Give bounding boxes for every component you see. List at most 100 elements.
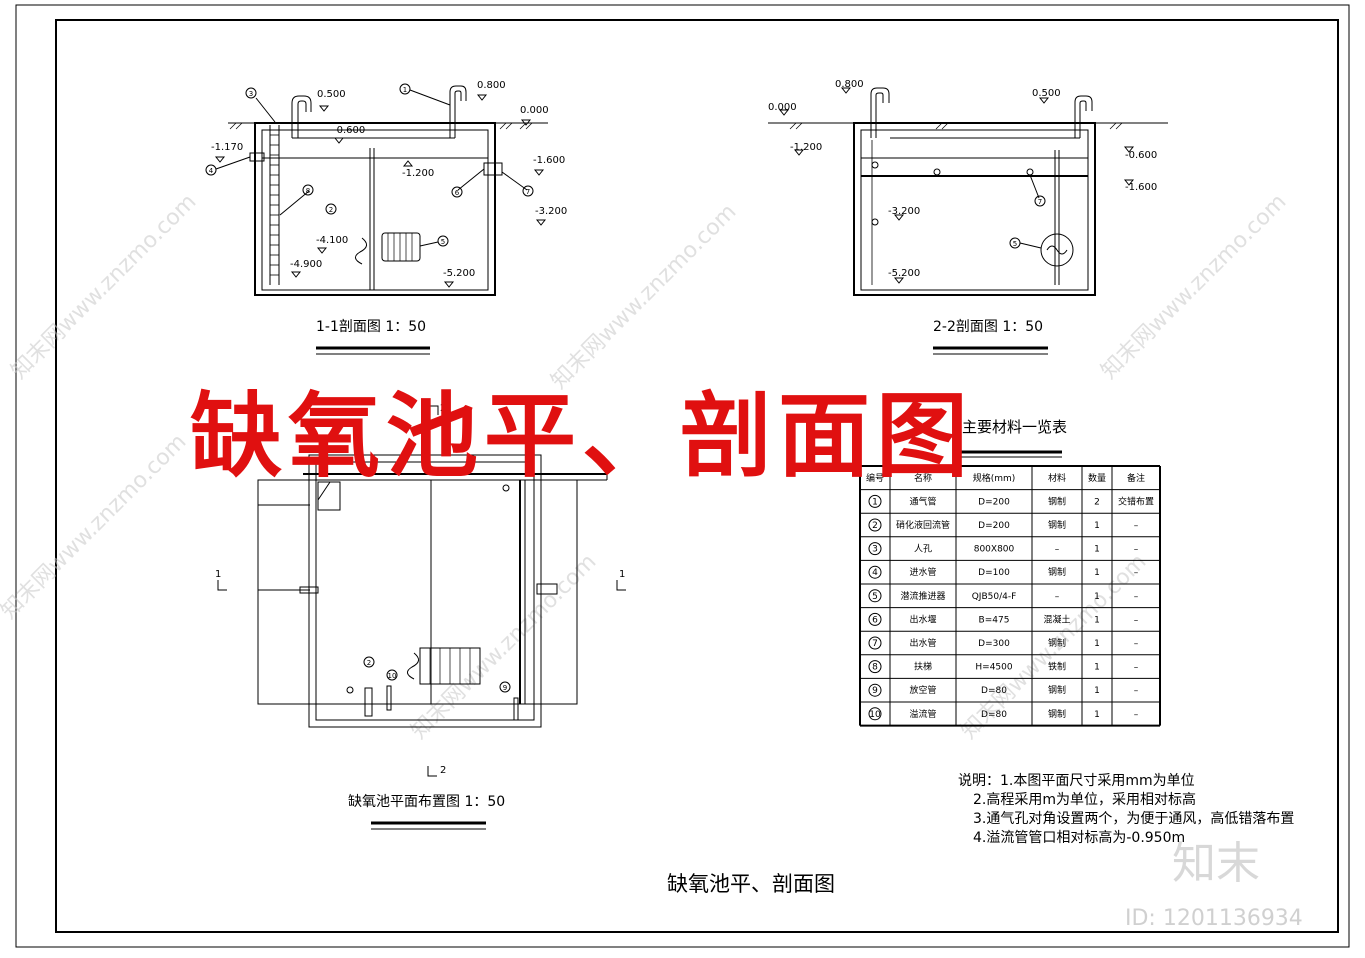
- table-cell: D=200: [978, 521, 1010, 531]
- table-cell: –: [1134, 545, 1139, 555]
- elevation-label: -0.600: [333, 125, 365, 136]
- elevation-label: 0.500: [317, 89, 346, 100]
- table-cell: 1: [1094, 639, 1100, 649]
- row-number-circle: [868, 660, 882, 674]
- marker-number: 7: [526, 188, 530, 196]
- table-cell: –: [1134, 615, 1139, 625]
- table-cell: –: [1134, 521, 1139, 531]
- plan-caption: 缺氧池平面布置图 1：50: [348, 794, 505, 810]
- watermark: 知末网www.znzmo.com: [0, 429, 191, 624]
- table-cell: 钢制: [1048, 684, 1066, 696]
- table-header-cell: 编号: [866, 472, 884, 484]
- elevation-label: 0.000: [768, 102, 797, 113]
- elevation-label: -1.600: [1125, 182, 1157, 193]
- elevation-label: -5.200: [443, 268, 475, 279]
- table-cell: –: [1134, 639, 1139, 649]
- table-cell: D=80: [981, 710, 1007, 720]
- cut-mark-label: 1: [215, 569, 221, 580]
- table-cell: QJB50/4-F: [972, 592, 1017, 602]
- row-number-circle: [868, 494, 882, 508]
- plan-labels: 1 1 2 2 2 10 9 缺氧池平面布置图 1：50: [215, 403, 625, 810]
- table-cell: H=4500: [975, 663, 1012, 673]
- table-cell: 2: [1094, 497, 1100, 507]
- marker-number: 3: [249, 90, 253, 98]
- table-cell: 1: [1094, 521, 1100, 531]
- table-cell: 9: [872, 686, 878, 696]
- table-cell: 1: [872, 497, 878, 507]
- elevation-label: -1.200: [402, 168, 434, 179]
- elevation-label: 0.500: [1032, 88, 1061, 99]
- row-number-circle: [868, 565, 882, 579]
- inner-frame: [55, 19, 1339, 933]
- section-2-2: [768, 87, 1168, 355]
- elevation-label: -1.600: [533, 155, 565, 166]
- elevation-label: -1.200: [790, 142, 822, 153]
- note-line: 说明：1.本图平面尺寸采用mm为单位: [958, 773, 1195, 789]
- elevation-label: -4.100: [316, 235, 348, 246]
- section-1-1: [205, 83, 548, 355]
- table-cell: –: [1134, 592, 1139, 602]
- table-cell: D=100: [978, 568, 1010, 578]
- section-2-2-labels: 0.800 0.500 0.000 -1.200 -0.600 -1.600 -…: [768, 79, 1157, 335]
- table-cell: 扶梯: [914, 661, 932, 673]
- table-cell: 通气管: [909, 495, 936, 507]
- marker-number: 5: [441, 238, 445, 246]
- watermark: 知末网www.znzmo.com: [7, 189, 202, 384]
- table-cell: –: [1055, 545, 1060, 555]
- cut-mark-label: 2: [440, 765, 446, 776]
- table-cell: 1: [1094, 592, 1100, 602]
- elevation-label: 0.800: [835, 79, 864, 90]
- row-number-circle: [868, 683, 882, 697]
- table-cell: 进水管: [909, 566, 936, 578]
- table-header-cell: 名称: [914, 472, 932, 484]
- table-cell: 出水管: [909, 637, 936, 649]
- marker-number: 1: [403, 86, 407, 94]
- elevation-label: -4.900: [290, 259, 322, 270]
- marker-number: 4: [209, 167, 214, 175]
- note-line: 4.溢流管管口相对标高为-0.950m: [973, 830, 1186, 846]
- table-cell: 钢制: [1048, 519, 1066, 531]
- elevation-label: -5.200: [888, 268, 920, 279]
- section-1-1-caption: 1-1剖面图 1：50: [316, 319, 426, 335]
- table-cell: –: [1134, 710, 1139, 720]
- watermark: 知末网www.znzmo.com: [547, 199, 742, 394]
- table-cell: D=200: [978, 497, 1010, 507]
- table-cell: 铁制: [1048, 661, 1066, 673]
- cut-mark-label: 2: [440, 403, 446, 414]
- table-cell: –: [1134, 686, 1139, 696]
- elevation-label: -3.200: [888, 206, 920, 217]
- table-header-cell: 规格(mm): [973, 472, 1016, 484]
- watermark: 知末网www.znzmo.com: [407, 549, 602, 744]
- table-header-cell: 备注: [1127, 472, 1145, 484]
- plan-view: [217, 405, 626, 830]
- table-cell: –: [1134, 663, 1139, 673]
- drawing-title: 缺氧池平、剖面图: [667, 872, 835, 896]
- row-number-circle: [868, 518, 882, 532]
- table-header-cell: 数量: [1088, 472, 1106, 484]
- table-cell: B=475: [979, 615, 1010, 625]
- table-cell: 1: [1094, 568, 1100, 578]
- table-cell: 钢制: [1048, 637, 1066, 649]
- table-cell: 10: [869, 710, 881, 720]
- table-cell: –: [1134, 568, 1139, 578]
- outer-frame: [15, 4, 1350, 948]
- brand-logo: 知末: [1172, 838, 1260, 889]
- table-cell: 钢制: [1048, 495, 1066, 507]
- table-cell: 1: [1094, 545, 1100, 555]
- table-cell: 5: [872, 592, 878, 602]
- row-number-circle: [868, 542, 882, 556]
- table-cell: 硝化液回流管: [896, 519, 950, 531]
- table-cell: 人孔: [914, 544, 932, 555]
- cut-mark-label: 1: [619, 569, 625, 580]
- table-header-cell: 材料: [1048, 472, 1066, 484]
- table-title: 主要材料一览表: [962, 418, 1067, 436]
- overlay-title: 缺氧池平、剖面图: [190, 382, 974, 490]
- row-number-circle: [868, 612, 882, 626]
- table-cell: 6: [872, 615, 878, 625]
- marker-number: 6: [455, 189, 460, 197]
- elevation-label: -0.600: [1125, 150, 1157, 161]
- table-cell: 1: [1094, 615, 1100, 625]
- table-cell: 放空管: [909, 684, 936, 696]
- marker-number: 8: [306, 187, 310, 195]
- row-number-circle: [868, 589, 882, 603]
